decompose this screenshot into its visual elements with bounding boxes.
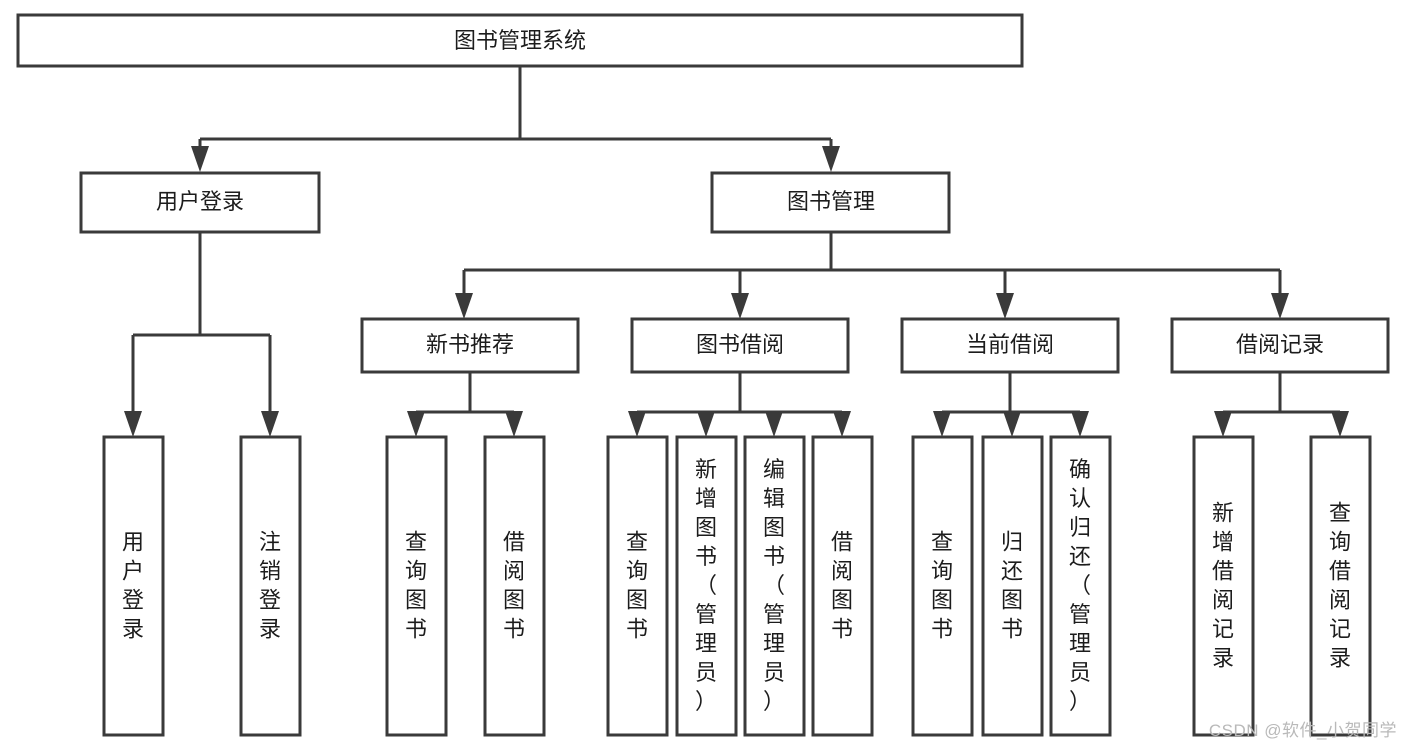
node-leaf-logout-login-box[interactable] (239, 435, 302, 737)
node-leaf-return-book-label: 归还图书 (1001, 530, 1023, 642)
node-leaf-confirm-return-admin-label: 确认归还（管理员） (1069, 457, 1091, 714)
node-leaf-user-login[interactable]: 用户登录 (102, 435, 165, 737)
node-leaf-query-book-borrow-box[interactable] (606, 435, 669, 737)
arrow-user-login-leaf-1-icon (124, 411, 142, 437)
arrow-nbr-leaf-2-icon (505, 411, 523, 437)
arrow-bb-leaf-4-icon (833, 411, 851, 437)
arrow-bb-leaf-2-icon (697, 411, 715, 437)
node-new-book-recommend-box[interactable] (360, 317, 580, 374)
node-leaf-query-borrow-record[interactable]: 查询借阅记录 (1309, 435, 1372, 737)
arrow-root-to-book-management-icon (822, 146, 840, 172)
node-leaf-borrow-book-recommend[interactable]: 借阅图书 (483, 435, 546, 737)
node-leaf-add-borrow-record-box[interactable] (1192, 435, 1255, 737)
node-borrow-record-label: 借阅记录 (1236, 332, 1324, 357)
node-leaf-borrow-book-recommend-label: 借阅图书 (503, 530, 525, 642)
node-leaf-logout-login-label: 注销登录 (259, 530, 281, 642)
node-leaf-query-book-recommend-label: 查询图书 (405, 530, 427, 642)
arrow-cb-leaf-1-icon (933, 411, 951, 437)
node-root[interactable]: 图书管理系统 (16, 13, 1024, 68)
node-leaf-confirm-return-admin-box[interactable] (1049, 435, 1112, 737)
node-leaf-borrow-book-label: 借阅图书 (831, 530, 853, 642)
arrow-bb-leaf-1-icon (628, 411, 646, 437)
node-book-borrow-box[interactable] (630, 317, 850, 374)
arrow-cb-leaf-2-icon (1003, 411, 1021, 437)
node-leaf-user-login-label: 用户登录 (122, 530, 144, 642)
node-current-borrow-box[interactable] (900, 317, 1120, 374)
node-leaf-query-book-recommend-box[interactable] (385, 435, 448, 737)
node-root-box[interactable] (16, 13, 1024, 68)
node-book-management[interactable]: 图书管理 (710, 171, 951, 234)
node-borrow-record-box[interactable] (1170, 317, 1390, 374)
arrow-bm-to-current-borrow-icon (996, 293, 1014, 319)
arrow-br-leaf-2-icon (1331, 411, 1349, 437)
node-leaf-logout-login[interactable]: 注销登录 (239, 435, 302, 737)
node-user-login-box[interactable] (79, 171, 321, 234)
node-leaf-query-book-borrow-label: 查询图书 (626, 530, 648, 642)
node-leaf-query-book-current[interactable]: 查询图书 (911, 435, 974, 737)
node-book-management-label: 图书管理 (787, 189, 875, 214)
node-leaf-borrow-book-recommend-box[interactable] (483, 435, 546, 737)
node-leaf-return-book[interactable]: 归还图书 (981, 435, 1044, 737)
node-leaf-query-borrow-record-box[interactable] (1309, 435, 1372, 737)
node-new-book-recommend-label: 新书推荐 (426, 332, 514, 357)
node-leaf-edit-book-admin[interactable]: 编辑图书（管理员） (743, 435, 806, 737)
node-leaf-edit-book-admin-box[interactable] (743, 435, 806, 737)
node-user-login[interactable]: 用户登录 (79, 171, 321, 234)
node-leaf-edit-book-admin-label: 编辑图书（管理员） (763, 457, 785, 714)
connector-layer (124, 66, 1349, 437)
arrow-root-to-user-login-icon (191, 146, 209, 172)
node-leaf-borrow-book[interactable]: 借阅图书 (811, 435, 874, 737)
node-leaf-query-book-current-label: 查询图书 (931, 530, 953, 642)
node-leaf-add-book-admin-label: 新增图书（管理员） (695, 457, 717, 714)
node-root-label: 图书管理系统 (454, 28, 586, 53)
node-leaf-user-login-box[interactable] (102, 435, 165, 737)
watermark-label: CSDN @软件_小贺同学 (1208, 721, 1397, 740)
arrow-br-leaf-1-icon (1214, 411, 1232, 437)
node-leaf-add-borrow-record-label: 新增借阅记录 (1212, 501, 1234, 671)
node-user-login-label: 用户登录 (156, 189, 244, 214)
node-current-borrow[interactable]: 当前借阅 (900, 317, 1120, 374)
node-leaf-query-borrow-record-label: 查询借阅记录 (1329, 501, 1351, 671)
node-leaf-add-borrow-record[interactable]: 新增借阅记录 (1192, 435, 1255, 737)
node-leaf-query-book-recommend[interactable]: 查询图书 (385, 435, 448, 737)
node-leaf-query-book-current-box[interactable] (911, 435, 974, 737)
node-leaf-add-book-admin[interactable]: 新增图书（管理员） (675, 435, 738, 737)
node-leaf-borrow-book-box[interactable] (811, 435, 874, 737)
arrow-bm-to-new-book-recommend-icon (455, 293, 473, 319)
node-borrow-record[interactable]: 借阅记录 (1170, 317, 1390, 374)
arrow-bm-to-borrow-record-icon (1271, 293, 1289, 319)
arrow-cb-leaf-3-icon (1071, 411, 1089, 437)
node-current-borrow-label: 当前借阅 (966, 332, 1054, 357)
node-book-borrow-label: 图书借阅 (696, 332, 784, 357)
arrow-user-login-leaf-2-icon (261, 411, 279, 437)
node-book-borrow[interactable]: 图书借阅 (630, 317, 850, 374)
leaf-layer: 用户登录 注销登录 查询图书 借阅图书 查询图书 新增图书（管理员） (102, 435, 1372, 737)
arrow-bm-to-book-borrow-icon (731, 293, 749, 319)
arrow-nbr-leaf-1-icon (407, 411, 425, 437)
node-leaf-return-book-box[interactable] (981, 435, 1044, 737)
arrow-bb-leaf-3-icon (765, 411, 783, 437)
node-leaf-query-book-borrow[interactable]: 查询图书 (606, 435, 669, 737)
node-book-management-box[interactable] (710, 171, 951, 234)
node-leaf-confirm-return-admin[interactable]: 确认归还（管理员） (1049, 435, 1112, 737)
node-leaf-add-book-admin-box[interactable] (675, 435, 738, 737)
node-new-book-recommend[interactable]: 新书推荐 (360, 317, 580, 374)
